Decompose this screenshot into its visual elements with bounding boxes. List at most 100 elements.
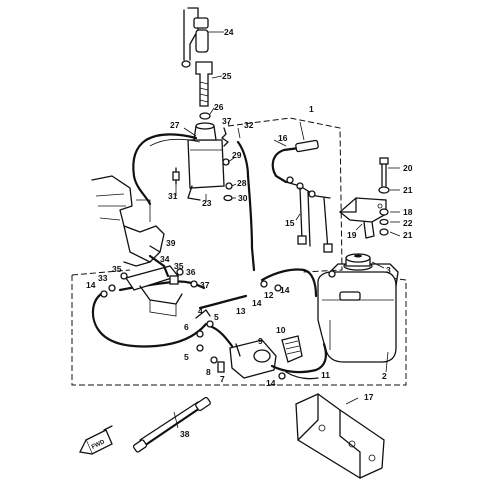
callout-5: 5 [184,352,189,362]
breather-hose-part-24 [181,7,209,68]
oil-pump-part-9 [229,339,277,379]
callout-20: 20 [403,163,413,173]
gauge-cable-part-16 [271,139,331,199]
callout-37: 37 [200,280,210,290]
clip-part-33 [108,284,116,292]
callout-26: 26 [214,102,224,112]
washer-part-30 [223,194,233,202]
callout-32: 32 [244,120,254,130]
callout-14: 14 [86,280,96,290]
callout-labels: 24 25 26 27 37 32 1 16 29 28 30 31 23 20… [86,27,413,439]
nut-part-18 [379,208,389,216]
reservoir-tank-part-23 [187,122,225,201]
hose-loop-right [270,342,327,374]
engine-block-outline [91,175,165,267]
hose-loop-left [91,290,208,348]
bolt-part-31 [172,167,180,185]
spring-part-37 [221,127,229,147]
callout-15: 15 [285,218,295,228]
callout-24: 24 [224,27,234,37]
hose-part-27 [132,133,198,206]
callout-5: 5 [214,312,219,322]
callout-25: 25 [222,71,232,81]
fwd-direction-mark [79,425,113,455]
callout-12: 12 [264,290,274,300]
clip-part-35a [120,272,128,280]
callout-10: 10 [276,325,286,335]
callout-16: 16 [278,133,288,143]
callout-27: 27 [170,120,180,130]
callout-7: 7 [220,374,225,384]
lead-wire-part-15 [297,187,333,253]
callout-13: 13 [236,306,246,316]
callout-34: 34 [160,254,170,264]
joint-part-4 [195,309,211,319]
callout-14: 14 [252,298,262,308]
callout-6: 6 [184,322,189,332]
clip-part-14b [260,280,268,288]
filler-pipe-part-25 [195,61,213,107]
leader-lines [173,31,401,429]
callout-9: 9 [258,336,263,346]
callout-8: 8 [206,367,211,377]
clip-part-14e [328,270,336,278]
filler-cap-part-3 [343,253,373,271]
hose-part-32 [236,140,256,272]
callout-14: 14 [280,285,290,295]
hose-part-12 [260,268,318,298]
bracket-part-19 [338,197,387,239]
callout-39: 39 [166,238,176,248]
callout-35: 35 [112,264,122,274]
callout-21: 21 [403,230,413,240]
washer-part-21 [378,186,390,194]
callout-11: 11 [321,370,330,380]
assembly-boundary-lower-left [71,269,131,276]
clamp-part-29 [222,158,230,166]
callout-28: 28 [237,178,247,188]
clip-part-8 [210,356,218,364]
callout-33: 33 [98,273,108,283]
callout-18: 18 [403,207,413,217]
callout-37: 37 [222,116,232,126]
union-part-7 [217,361,225,373]
hose-part-27-inner [149,138,201,147]
fitting-part-36 [169,275,179,285]
callout-30: 30 [238,193,248,203]
callout-14: 14 [266,378,276,388]
washer-part-22 [379,218,389,226]
hose-part-13-lower [208,324,234,348]
callout-17: 17 [364,392,374,402]
callout-36: 36 [186,267,196,277]
oil-strainer-part-10 [281,335,303,363]
callout-31: 31 [168,191,178,201]
bolt-part-20 [379,157,389,187]
delivery-hose-part-13 [198,294,248,310]
seal-part-26 [199,112,211,120]
hose-part-34 [148,254,170,278]
callout-22: 22 [403,218,413,228]
clip-part-5a [206,320,214,328]
hose-part-39 [149,245,161,253]
nut-part-21b [379,228,389,236]
callout-3: 3 [386,265,391,275]
callout-29: 29 [232,150,242,160]
callout-4: 4 [198,306,203,316]
callout-21: 21 [403,185,413,195]
clip-part-14a [100,290,108,298]
return-hose-part-11 [285,371,319,380]
callout-23: 23 [202,198,212,208]
oil-tank-part-2 [317,263,399,363]
clip-part-14c [274,284,282,292]
clip-part-5b [196,344,204,352]
callout-19: 19 [347,230,357,240]
clip-part-6 [196,330,204,338]
callout-1: 1 [309,104,314,114]
bracket-plate-part-17 [295,393,385,479]
clip-part-14d [278,372,286,380]
callout-38: 38 [180,429,190,439]
callout-35: 35 [174,261,184,271]
fwd-mark-text: FWD [91,439,107,451]
assembly-boundary-upper [227,117,343,273]
clip-part-37b [190,280,198,288]
